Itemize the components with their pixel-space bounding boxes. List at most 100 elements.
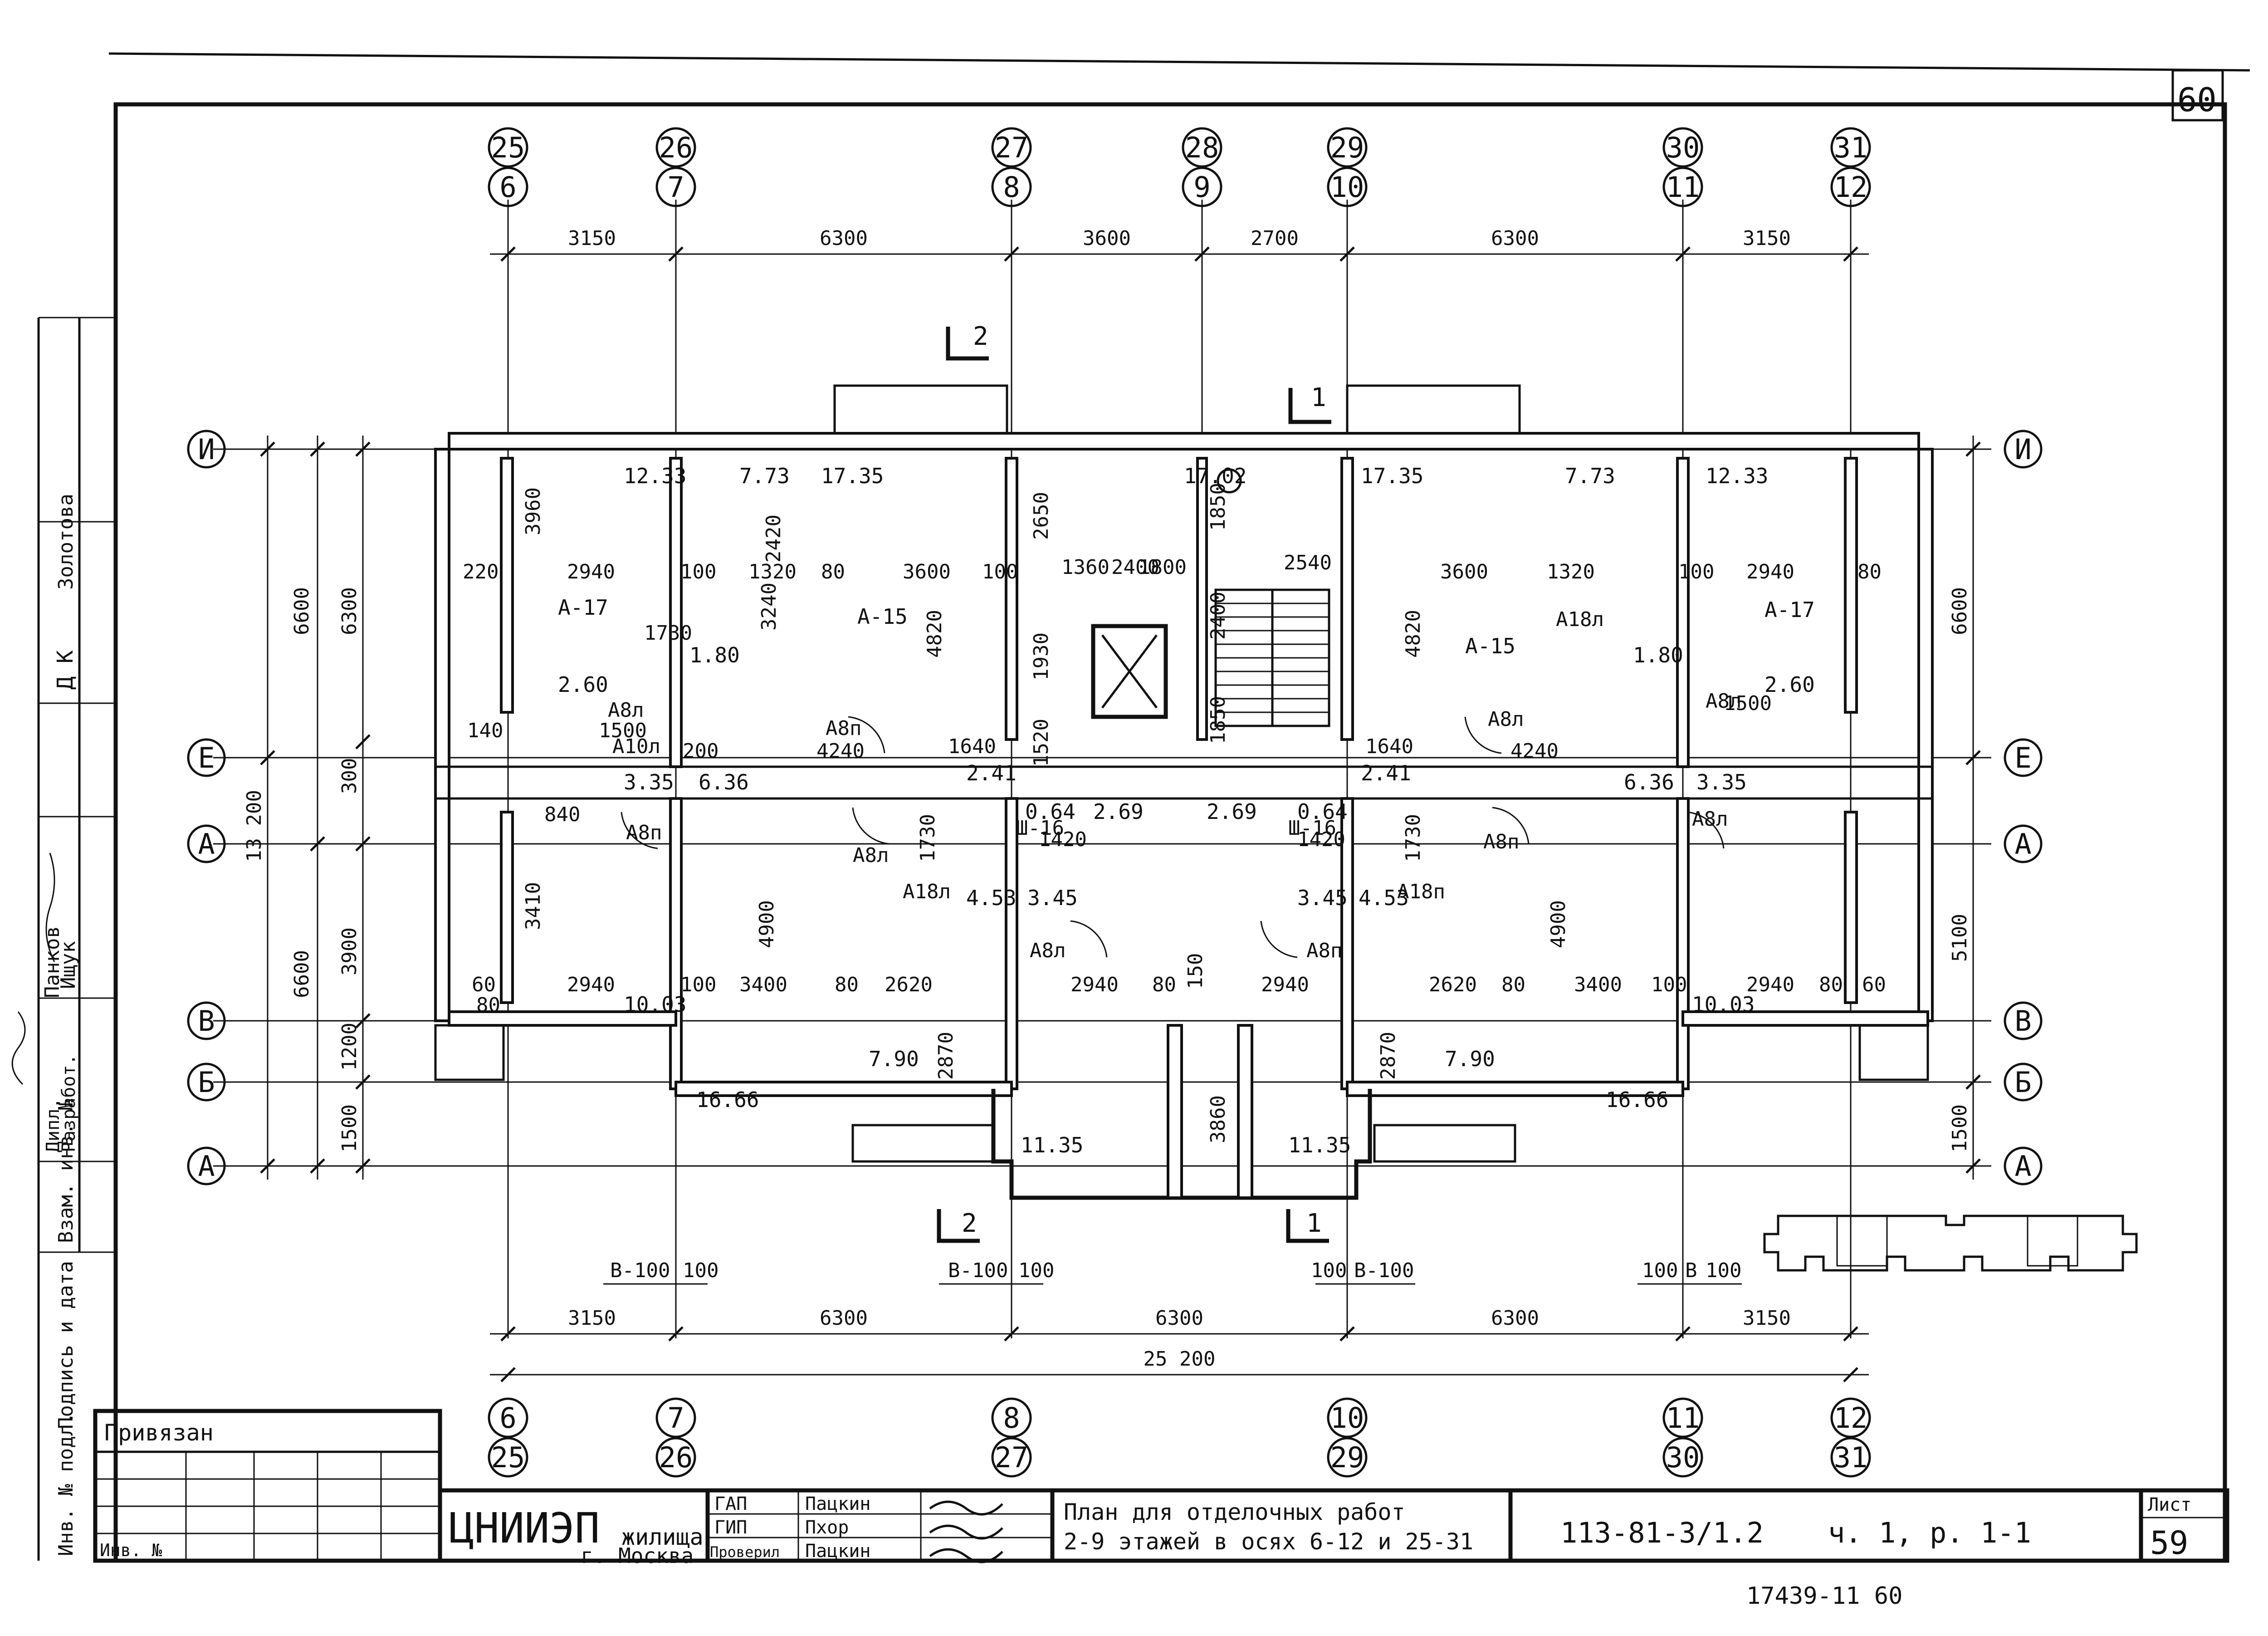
opening-label: А18п [1397, 880, 1445, 903]
axis-bubble-27-8: 27 8 [991, 127, 1032, 207]
svg-text:200: 200 [683, 740, 719, 763]
signature-mark [929, 1524, 1003, 1540]
svg-text:30: 30 [1666, 1441, 1700, 1474]
room-area: 1.80 [1633, 643, 1683, 667]
dim-right-1: 5100 [1948, 914, 1971, 962]
inv-no-label: Инв. № [100, 1540, 162, 1560]
svg-text:11: 11 [1666, 1401, 1700, 1435]
svg-text:2870: 2870 [1377, 1032, 1400, 1080]
room-area: 7.73 [1565, 464, 1615, 488]
svg-text:840: 840 [544, 803, 580, 826]
axis-bubble-11-30: 11 30 [1662, 1397, 1703, 1478]
room-area: 16.66 [696, 1087, 759, 1112]
svg-text:1320: 1320 [748, 560, 797, 583]
svg-text:В: В [198, 1004, 215, 1038]
room-area: 3.45 [1297, 886, 1348, 910]
svg-text:1730: 1730 [644, 622, 692, 645]
opening-label: А8п [626, 821, 662, 844]
svg-text:1: 1 [1306, 1209, 1322, 1238]
stamp-name-pankov: Панков [41, 926, 64, 998]
svg-text:2940: 2940 [1746, 973, 1794, 996]
room-area: 3.45 [1027, 886, 1078, 910]
room-area: 12.33 [1706, 464, 1768, 488]
room-area: 2.60 [558, 672, 608, 697]
svg-text:8: 8 [1003, 171, 1020, 204]
axis-bubble-8-27: 8 27 [991, 1397, 1032, 1478]
svg-text:В-100: В-100 [1354, 1259, 1414, 1282]
svg-text:80: 80 [1152, 973, 1176, 996]
name-gip: Пхор [805, 1517, 849, 1538]
svg-text:1730: 1730 [1402, 814, 1425, 862]
room-area: 7.90 [1445, 1047, 1495, 1071]
svg-text:2540: 2540 [1284, 551, 1332, 574]
svg-text:100: 100 [1311, 1259, 1347, 1282]
dim-left-inner-0: 6300 [338, 587, 361, 635]
dim-left-outer-0: 6600 [290, 587, 313, 635]
axis-bubble-28-9: 28 9 [1182, 127, 1222, 207]
dim-top-0: 3150 [568, 227, 616, 250]
svg-text:2940: 2940 [1746, 560, 1794, 583]
dim-top-1: 6300 [820, 227, 868, 250]
opening-label: А8л [1706, 690, 1741, 713]
dim-bottom-1: 6300 [820, 1307, 868, 1330]
svg-text:1930: 1930 [1030, 632, 1053, 681]
opening-labels: А-17 А-15 А-15 А-17 А8л А8п А8п А8л А18л… [558, 595, 1815, 962]
axis-bubble-25-6: 25 6 [488, 127, 528, 207]
room-area: 2.41 [1361, 761, 1411, 785]
opening-label: Ш-16 [1288, 817, 1336, 840]
svg-text:В-100: В-100 [948, 1259, 1008, 1282]
svg-text:1320: 1320 [1547, 560, 1595, 583]
svg-text:3960: 3960 [522, 487, 545, 535]
svg-text:100: 100 [1642, 1259, 1678, 1282]
role-gip: ГИП [714, 1517, 747, 1538]
stamp-name-zolotova: Золотова [54, 494, 78, 590]
room-area: 12.33 [624, 464, 686, 488]
svg-text:25: 25 [491, 1441, 525, 1474]
sheet-label: Лист [2148, 1494, 2191, 1515]
svg-text:1360: 1360 [1061, 556, 1110, 579]
svg-text:Е: Е [2014, 741, 2031, 774]
svg-text:2870: 2870 [934, 1032, 958, 1080]
axis-bubbles-bottom: 6 25 7 26 8 27 10 29 11 30 12 31 [488, 1397, 1871, 1478]
svg-text:В: В [1685, 1259, 1697, 1282]
svg-text:1: 1 [1311, 383, 1326, 412]
room-area: 6.36 [699, 770, 749, 794]
svg-text:А: А [2014, 828, 2031, 861]
svg-text:4240: 4240 [816, 740, 865, 763]
room-area: 2.41 [966, 761, 1017, 785]
side-stamp: Д К Золотова Панков Ищук Разработ. Дипл.… [11, 317, 116, 1561]
svg-text:3240: 3240 [758, 583, 781, 631]
stamp-col-podpis: Подпись и дата [54, 1261, 78, 1429]
svg-text:Б: Б [198, 1066, 215, 1099]
svg-text:И: И [2014, 433, 2031, 466]
svg-text:60: 60 [1862, 973, 1886, 996]
dim-top-5: 3150 [1743, 227, 1791, 250]
svg-text:И: И [198, 433, 215, 466]
dim-left-inner-4: 1500 [338, 1104, 361, 1152]
room-area: 10.03 [1692, 992, 1755, 1017]
svg-text:2400: 2400 [1207, 592, 1230, 640]
section-mark-bottom-2: 2 [937, 1209, 980, 1243]
svg-text:100: 100 [1678, 560, 1714, 583]
drawing-part: ч. 1, р. 1-1 [1828, 1516, 2031, 1549]
axis-bubble-right-I: И [2004, 430, 2043, 469]
svg-text:12: 12 [1834, 171, 1868, 204]
opening-label: А8л [1030, 939, 1066, 962]
room-area: 11.35 [1288, 1133, 1351, 1157]
svg-text:4900: 4900 [1547, 900, 1570, 948]
dim-bottom-total: 25 200 [1144, 1347, 1216, 1371]
svg-text:10: 10 [1330, 171, 1364, 204]
axis-bubble-left-B: Б [187, 1063, 226, 1102]
svg-text:4900: 4900 [755, 900, 778, 948]
svg-text:220: 220 [463, 560, 499, 583]
interior-dims: 2940 3600 3600 2940 2940 3400 2620 2940 … [463, 483, 1886, 1143]
axis-bubble-right-V: В [2004, 1001, 2043, 1040]
svg-text:80: 80 [1501, 973, 1525, 996]
room-area: 11.35 [1021, 1133, 1083, 1157]
axis-bubble-right-B: Б [2004, 1063, 2043, 1102]
svg-text:150: 150 [1184, 953, 1207, 989]
svg-text:2620: 2620 [1429, 973, 1477, 996]
signature-mark [929, 1548, 1003, 1563]
room-area: 4.53 [1359, 886, 1409, 910]
